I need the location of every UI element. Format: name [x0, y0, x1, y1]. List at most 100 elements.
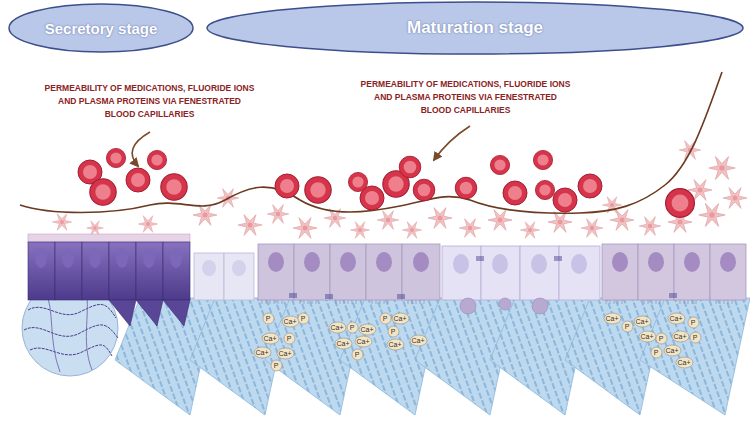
transition-cell: [194, 253, 224, 300]
ion-symbol: Ca+: [669, 315, 682, 322]
nucleus: [143, 248, 155, 268]
ameloblast: [559, 246, 600, 300]
permeability-note: PERMEABILITY OF MEDICATIONS, FLUORIDE IO…: [42, 82, 257, 121]
ion-circle-shape: [282, 316, 299, 327]
ion-symbol: Ca+: [605, 315, 618, 322]
ion-circle: Ca+: [253, 346, 272, 359]
ion-circle-shape: [690, 332, 701, 343]
ion-circle-shape: [254, 347, 271, 358]
ion-symbol: P: [625, 323, 630, 330]
ion-circle: P: [270, 359, 283, 372]
tomes-process: [163, 300, 190, 326]
ruffled-border: [262, 300, 424, 304]
ameloblast: [710, 244, 746, 300]
red-blood-cell: [553, 188, 577, 212]
ion-circle-shape: [262, 333, 279, 344]
ion-circle-shape: [277, 348, 294, 359]
stellate-cell: [350, 222, 369, 239]
ion-circle-shape: [298, 313, 309, 324]
red-blood-cell: [533, 150, 552, 169]
ion-symbol: P: [350, 324, 355, 331]
ion-circle: Ca+: [358, 323, 377, 336]
stellate-cell: [402, 222, 421, 239]
red-blood-cell: [399, 156, 421, 178]
ion-circle: Ca+: [261, 332, 280, 345]
ion-circle-shape: [335, 338, 352, 349]
smooth-ended-cells: [442, 246, 600, 314]
transition-cell: [224, 253, 254, 300]
nucleus: [531, 254, 547, 274]
ion-symbol: Ca+: [278, 350, 291, 357]
pointer-arrow: [132, 132, 150, 166]
stellate-cell: [723, 188, 747, 209]
ion-circle-shape: [355, 336, 372, 347]
secretory-ameloblasts: [28, 234, 190, 326]
rod-line: [24, 325, 118, 338]
ion-circle: P: [621, 320, 634, 333]
ion-circle: P: [387, 325, 400, 338]
vesicle: [499, 298, 511, 310]
stellate-cell: [267, 205, 289, 224]
ion-symbol: Ca+: [356, 338, 369, 345]
ion-symbol: P: [301, 315, 306, 322]
ion-circle-shape: [651, 347, 662, 358]
stellate-cell: [293, 218, 317, 239]
ion-circle-shape: [604, 313, 621, 324]
red-blood-cell: [147, 150, 166, 169]
capillary-wall: [20, 72, 722, 213]
ion-symbol: P: [355, 351, 360, 358]
ameloblast: [258, 244, 294, 300]
ion-circle: Ca+: [328, 321, 347, 334]
nucleus: [453, 254, 469, 274]
ion-circle: Ca+: [671, 330, 690, 343]
pointer-arrow: [434, 126, 470, 160]
ion-circle: Ca+: [675, 356, 694, 369]
nucleus: [376, 252, 392, 272]
ion-circle-shape: [672, 331, 689, 342]
tight-junction: [477, 256, 561, 261]
stage-ellipse-shape: [207, 2, 743, 54]
stellate-cell: [377, 211, 399, 230]
ion-symbol: Ca+: [263, 335, 276, 342]
ameloblast: [481, 246, 520, 300]
ion-circle-shape: [263, 313, 274, 324]
ion-circle-shape: [352, 349, 363, 360]
stellate-cell: [709, 157, 735, 180]
stellate-cell: [699, 204, 725, 227]
tomes-process: [136, 300, 163, 326]
ion-circle: P: [262, 312, 275, 325]
stellate-cell: [548, 212, 572, 233]
ion-circle: Ca+: [663, 344, 682, 357]
ion-circle: Ca+: [334, 337, 353, 350]
ion-symbol: P: [654, 349, 659, 356]
ameloblast: [602, 244, 638, 300]
red-blood-cell: [305, 177, 331, 203]
ion-symbol: Ca+: [677, 359, 690, 366]
ion-circle: P: [346, 321, 359, 334]
tight-junction: [670, 293, 676, 298]
ion-circle: Ca+: [391, 312, 410, 325]
nucleus: [648, 252, 664, 272]
rod-line: [30, 345, 112, 356]
nucleus: [35, 248, 47, 268]
ameloblast: [28, 242, 55, 300]
rod-line: [45, 290, 60, 372]
ion-circle: Ca+: [633, 315, 652, 328]
ion-circle: P: [687, 316, 700, 329]
red-blood-cell: [455, 177, 477, 199]
stellate-cell: [581, 219, 603, 238]
red-blood-cell: [666, 189, 695, 218]
nucleus: [304, 252, 320, 272]
ion-circle: P: [650, 346, 663, 359]
enamel-layer: [115, 298, 750, 415]
nucleus: [413, 252, 429, 272]
stellate-cell: [428, 208, 452, 229]
nucleus: [492, 254, 508, 274]
stage-ellipse: Maturation stage: [206, 1, 744, 55]
ion-circle-shape: [676, 357, 693, 368]
ion-circle-shape: [410, 335, 427, 346]
ion-symbol: Ca+: [673, 333, 686, 340]
ion-circle-shape: [347, 322, 358, 333]
ion-circle: Ca+: [386, 338, 405, 351]
